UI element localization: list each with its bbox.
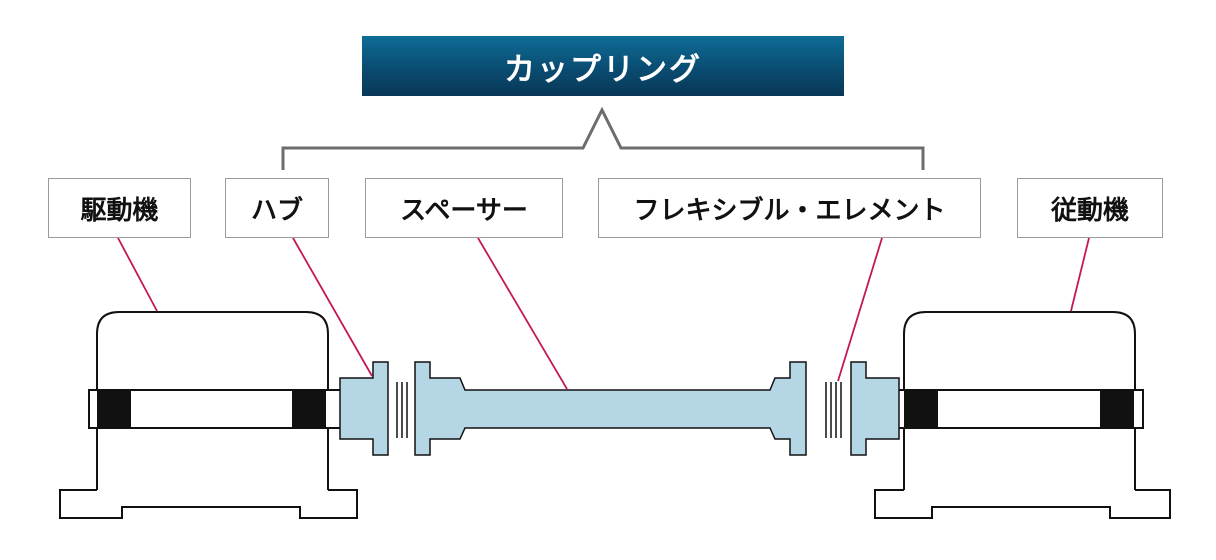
flexible-element-left — [396, 382, 408, 438]
label-driven: 従動機 — [1017, 178, 1163, 238]
flexible-element-right — [825, 382, 842, 438]
driver-bearing-left — [97, 390, 131, 428]
leader-flexible-element — [837, 237, 883, 382]
leader-driven — [1070, 237, 1090, 312]
hub-right — [850, 361, 900, 456]
coupling-title: カップリング — [362, 36, 844, 96]
driver-bearing-right — [292, 390, 326, 428]
driven-bearing-right — [1100, 390, 1134, 428]
driven-bearing-left — [904, 390, 938, 428]
coupling-bracket — [281, 106, 925, 170]
label-hub: ハブ — [225, 178, 329, 238]
label-flexible-element: フレキシブル・エレメント — [598, 178, 981, 238]
leader-lines — [117, 237, 1090, 390]
leader-driver — [117, 237, 158, 312]
spacer — [414, 361, 807, 456]
label-spacer: スペーサー — [365, 178, 563, 238]
leader-spacer — [477, 237, 568, 390]
driven-machine — [874, 311, 1171, 519]
driver-machine — [59, 311, 358, 519]
hub-left — [339, 361, 389, 456]
leader-hub — [292, 237, 373, 377]
label-driver: 駆動機 — [48, 178, 191, 238]
